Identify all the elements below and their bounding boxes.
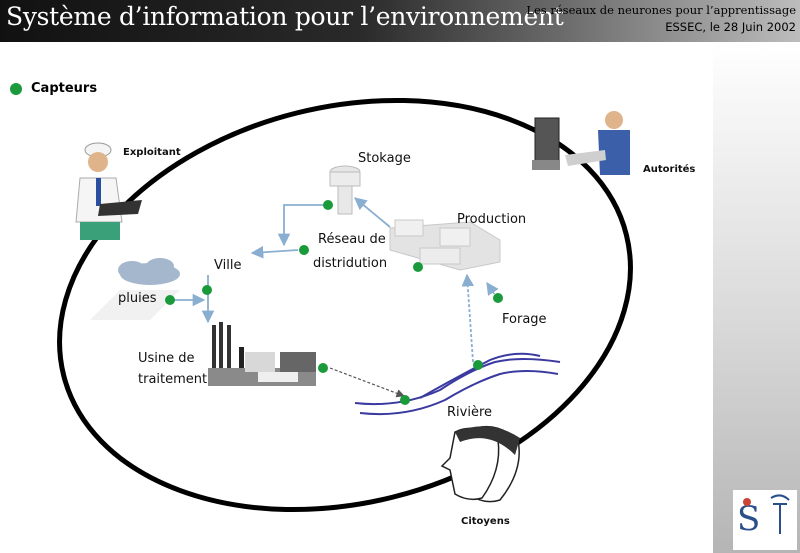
sensor-city xyxy=(202,285,212,295)
sidebar-gradient xyxy=(713,42,800,553)
label-river: Rivière xyxy=(447,405,493,420)
sensor-plant xyxy=(318,363,328,373)
header-date: ESSEC, le 28 Juin 2002 xyxy=(665,20,796,34)
production-plant-icon xyxy=(389,219,501,271)
label-citizens: Citoyens xyxy=(461,516,510,527)
sensor-production xyxy=(413,262,423,272)
label-network-line1: Réseau de xyxy=(318,232,386,247)
flow-arrows xyxy=(172,197,499,363)
cloud-icon xyxy=(90,258,180,320)
header-bar: Système d’information pour l’environneme… xyxy=(0,0,800,42)
information-cycle-ellipse xyxy=(57,97,633,513)
header-subtitle: Les réseaux de neurones pour l’apprentis… xyxy=(526,3,796,17)
sensors xyxy=(165,200,503,405)
authority-figure-icon xyxy=(532,111,630,175)
citizens-faces-icon xyxy=(440,425,520,503)
sensor-river xyxy=(400,395,410,405)
page-title: Système d’information pour l’environneme… xyxy=(6,2,564,31)
institution-logo: S xyxy=(733,490,797,550)
treatment-plant-icon xyxy=(208,322,316,386)
sensor-network xyxy=(299,245,309,255)
storage-tank-icon xyxy=(329,165,361,215)
sensor-rain xyxy=(165,295,175,305)
label-production: Production xyxy=(457,212,527,227)
legend-label: Capteurs xyxy=(31,81,98,96)
legend: Capteurs xyxy=(10,81,97,96)
label-storage: Stokage xyxy=(358,151,411,166)
sensor-storage xyxy=(323,200,333,210)
label-city: Ville xyxy=(214,258,242,273)
svg-text:S: S xyxy=(737,499,760,539)
label-drilling: Forage xyxy=(502,312,547,327)
label-network-line2: distridution xyxy=(313,256,388,271)
plant-to-river-arrow xyxy=(329,367,405,398)
label-operator: Exploitant xyxy=(123,147,181,158)
label-authorities: Autorités xyxy=(643,164,696,175)
label-plant-line2: traitement xyxy=(138,372,208,387)
sensor-legend-dot xyxy=(10,82,22,95)
river-lines xyxy=(354,352,561,416)
operator-figure-icon xyxy=(75,142,142,240)
label-rain: pluies xyxy=(118,291,157,306)
sensor-river-intake xyxy=(473,360,483,370)
label-plant-line1: Usine de xyxy=(138,351,195,366)
sensor-drilling xyxy=(493,293,503,303)
